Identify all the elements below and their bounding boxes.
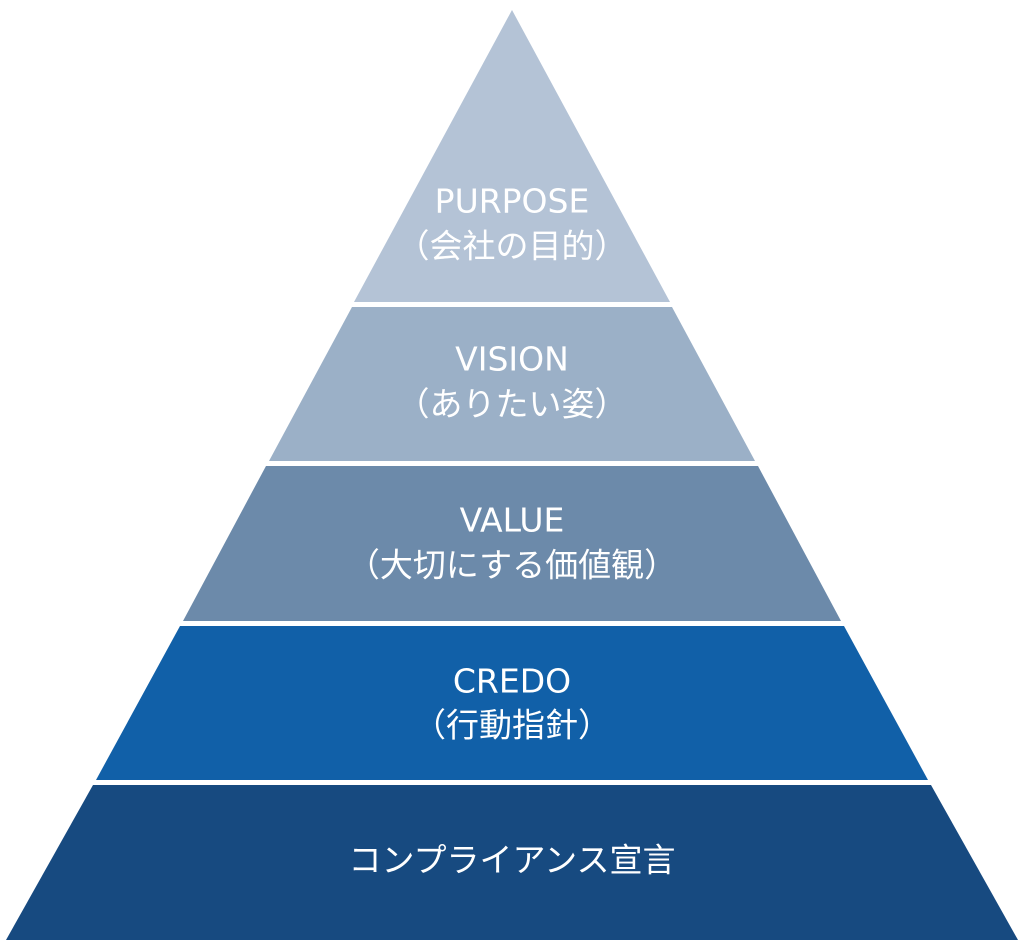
tier-value (183, 466, 841, 621)
tier-credo-title: CREDO (453, 662, 571, 701)
tier-credo (96, 626, 928, 780)
tier-credo-subtitle: （行動指針） (413, 706, 611, 745)
tier-purpose (354, 10, 670, 302)
tier-value-subtitle: （大切にする価値観） (347, 546, 677, 585)
tier-vision-subtitle: （ありたい姿） (397, 385, 628, 424)
tier-vision-title: VISION (455, 340, 569, 379)
tier-compliance (6, 785, 1018, 940)
tier-purpose-title: PURPOSE (435, 182, 590, 221)
tier-vision (269, 307, 755, 461)
tier-purpose-subtitle: （会社の目的） (397, 227, 628, 266)
tier-compliance-title: コンプライアンス宣言 (348, 841, 675, 880)
tier-value-title: VALUE (460, 501, 565, 540)
